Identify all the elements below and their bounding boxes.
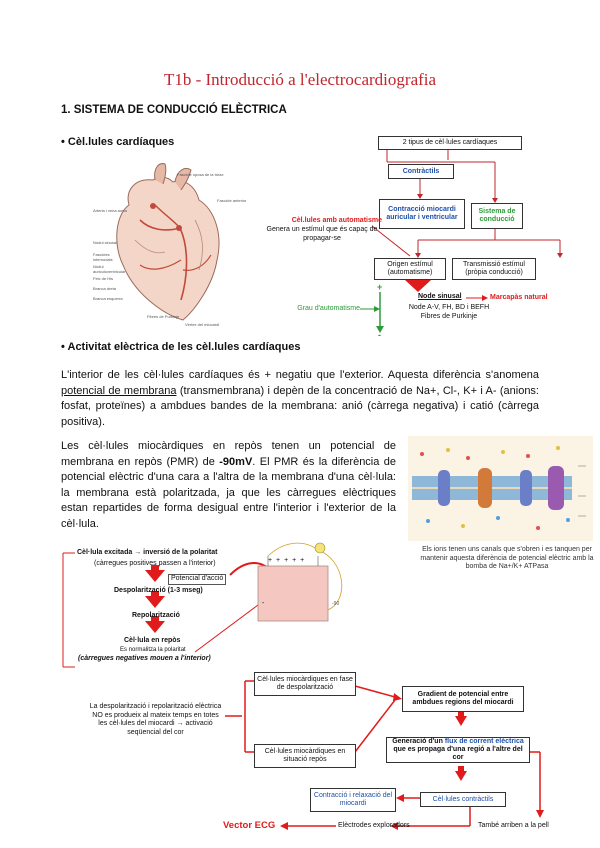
heart-label: Feix de His (93, 276, 114, 281)
para2-value: -90mV (219, 455, 253, 468)
heart-label: Nòdul auriculoventricular (93, 264, 126, 274)
sinus-node-dot (150, 203, 156, 209)
heart-label: Fascicles internodals (93, 252, 113, 262)
resting-cells-box: Cèl·lules miocàrdiques en situació repòs (254, 744, 356, 768)
membrane-drawing (408, 436, 593, 541)
purkinje-label: Fibres de Purkinje (420, 313, 478, 320)
transmission-box: Transmissió estímul (pròpia conducció) (452, 258, 536, 280)
automatism-title: Cèl.lules amb automatisme (291, 217, 382, 224)
plus-sign: + (377, 282, 383, 292)
section-heading: 1. SISTEMA DE CONDUCCIÓ ELÈCTRICA (61, 104, 287, 116)
current-flow-text-a: Generació d'un (392, 738, 445, 745)
current-flow-text-c: que es propaga d'una regió a l'altre del… (393, 746, 523, 761)
heart-label: Fascicle oposa de la tórax (177, 172, 224, 177)
gradient-box: Gradient de potencial entre ambdues regi… (402, 686, 524, 712)
bullet-heading-activity: • Activitat elèctrica de les cèl.lules c… (61, 341, 301, 353)
heart-label: Nòdul sinusal (93, 240, 118, 245)
sinus-node-label: Node sinusal (418, 293, 462, 300)
resting-cell-label: Cèl·lula en repòs (124, 637, 181, 644)
negative-charges-text: (càrregues negatives mouen a l'interior) (78, 655, 211, 662)
voltage-readout: -90 (332, 601, 340, 607)
natural-pacemaker: Marcapàs natural (490, 294, 548, 301)
heart-drawing (116, 163, 220, 321)
positive-charges-text: (càrregues positives passen a l'interior… (94, 560, 216, 567)
page-title: T1b - Introducció a l'electrocardiografi… (163, 70, 437, 89)
heart-label: Branca dreta (93, 286, 116, 291)
plus-charges: + + + + + (268, 557, 306, 564)
depolarization-label: Despolarització (1-3 mseg) (114, 587, 203, 594)
heart-illustration: Fascicle oposa de la tórax Fascicle ante… (93, 160, 246, 330)
sequential-activation-note: La despolarització i repolarització elèc… (89, 703, 222, 736)
excited-cell-text: Cèl·lula excitada → inversió de la polar… (77, 549, 218, 556)
heart-label: Arteria i vena aorta (93, 208, 127, 213)
action-potential-label: Potencial d'acció (168, 574, 227, 585)
origin-box: Origen estímul (automatisme) (374, 258, 446, 280)
automatism-desc: Genera un estímul que és capaç de propag… (266, 226, 378, 242)
para1-text-a: L'interior de les cèl·lules cardíaques é… (61, 369, 539, 381)
normalize-polarity: Es normalitza la polaritat (120, 647, 186, 653)
heart-label: Vèrtex del miocardi (185, 322, 220, 327)
ecg-vector-label: Vector ECG (223, 820, 276, 831)
contractile-cells-box: Cèl·lules contràctils (420, 792, 506, 807)
depolarizing-cells-box: Cèl·lules miocàrdiques en fase de despol… (254, 672, 356, 696)
para1-text-b: (transmembrana) i depèn de la concentrac… (61, 384, 539, 428)
bullet-heading-cells: • Cèl.lules cardíaques (61, 136, 175, 148)
heart-label: Fascicle anterior (217, 198, 247, 203)
av-node-dot (176, 225, 182, 231)
paragraph-membrane-potential: L'interior de les cèl·lules cardíaques é… (61, 368, 539, 430)
contraction-box: Contracció miocardi auricular i ventricu… (379, 199, 465, 229)
conduction-system-box: Sistema de conducció (471, 203, 523, 229)
av-node-label: Node A-V, FH, BD i BEFH (408, 304, 490, 311)
para2-text-c: . El PMR és la diferència de potencial e… (61, 455, 396, 530)
current-flow-highlight: flux de corrent elèctrica (444, 738, 524, 745)
contraction-relaxation-box: Contracció i relaxació del miocardi (310, 788, 396, 812)
reach-skin-label: També arriben a la pell (478, 822, 549, 829)
minus-sign: - (378, 330, 381, 340)
electrodes-label: Elèctrodes exploradors (338, 822, 410, 829)
voltmeter-dot (314, 542, 326, 554)
repolarization-label: Repolarització (132, 612, 180, 619)
membrane-illustration (408, 436, 593, 541)
contractile-box: Contràctils (388, 164, 454, 179)
heart-label: Branca esquerra (93, 296, 123, 301)
membrane-note: Els ions tenen uns canals que s'obren i … (420, 546, 594, 570)
paragraph-resting-potential: Les cèl·lules miocàrdiques en repòs tene… (61, 439, 396, 532)
para2-text-a: Les cèl·lules miocàrdiques en repòs tene… (61, 440, 396, 468)
heart-label: Fibres de Purkinje (147, 314, 180, 319)
para1-underlined: potencial de membrana (61, 384, 177, 397)
minus-charge: - (262, 600, 265, 607)
current-flow-box: Generació d'un flux de corrent elèctrica… (386, 737, 530, 763)
cell-types-box: 2 tipus de cèl·lules cardíaques (378, 136, 522, 150)
automatism-degree: Grau d'automatisme (297, 305, 360, 312)
